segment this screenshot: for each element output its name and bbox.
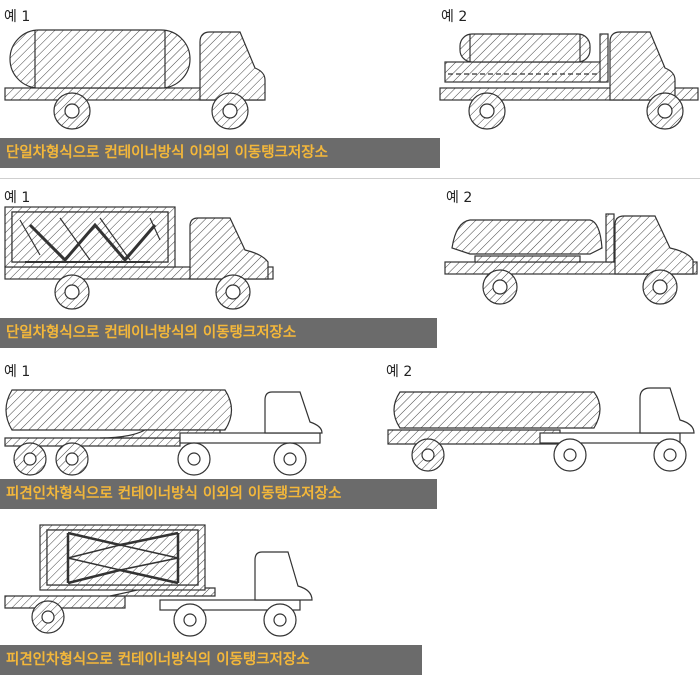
truck-s4 — [4, 524, 313, 637]
example-1-label-s1: 예 1 — [4, 9, 31, 25]
banner-towed-non-container: 피견인차형식으로 컨테이너방식 이외의 이동탱크저장소 — [0, 479, 437, 509]
example-2-label-s1: 예 2 — [441, 9, 468, 25]
banner-single-container: 단일차형식으로 컨테이너방식의 이동탱크저장소 — [0, 318, 437, 348]
truck-s1-ex2 — [439, 31, 699, 130]
section-divider — [0, 178, 700, 179]
example-2-label-s3: 예 2 — [386, 364, 413, 380]
example-2-label-s2: 예 2 — [446, 190, 473, 206]
truck-s1-ex1 — [4, 29, 266, 130]
tank — [9, 29, 191, 89]
truck-s2-ex1 — [4, 206, 274, 310]
truck-s3-ex1 — [4, 389, 323, 476]
banner-single-non-container: 단일차형식으로 컨테이너방식 이외의 이동탱크저장소 — [0, 138, 440, 168]
truck-s3-ex2 — [387, 387, 695, 472]
banner-towed-container: 피견인차형식으로 컨테이너방식의 이동탱크저장소 — [0, 645, 422, 675]
truck-s2-ex2 — [444, 213, 698, 305]
example-1-label-s3: 예 1 — [4, 364, 31, 380]
example-1-label-s2: 예 1 — [4, 190, 31, 206]
cab — [199, 31, 266, 101]
